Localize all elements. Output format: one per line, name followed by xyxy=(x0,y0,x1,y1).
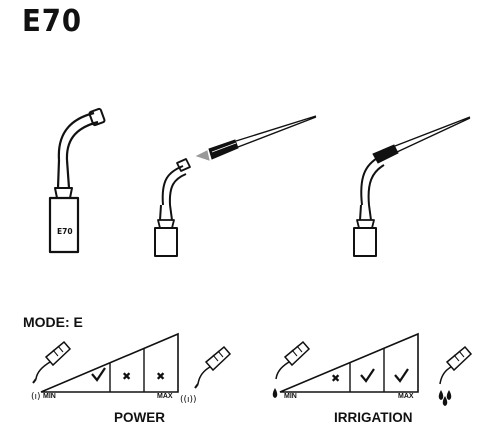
tip-illustration-step-1 xyxy=(48,107,106,254)
handpiece-irrigation-min-icon xyxy=(275,340,311,380)
vibration-high-icon: ((ı)) xyxy=(180,395,197,405)
power-caption: POWER xyxy=(114,410,166,425)
irrigation-caption: IRRIGATION xyxy=(334,410,413,425)
power-cell-3-mark: ✖ xyxy=(156,370,165,383)
handpiece-irrigation-max-icon xyxy=(439,345,473,385)
file-insertion xyxy=(195,115,317,161)
drop-single-icon xyxy=(272,388,278,398)
power-min-label: MIN xyxy=(43,393,56,400)
irrigation-panel: ✖ xyxy=(272,332,473,406)
power-cell-1-mark xyxy=(91,367,106,382)
irrigation-cell-1-mark: ✖ xyxy=(331,372,340,385)
vibration-low-icon: (ı) xyxy=(31,392,41,402)
handpiece-max-icon xyxy=(194,345,232,389)
irrigation-min-label: MIN xyxy=(284,393,297,400)
drops-multiple-icon xyxy=(438,390,452,406)
irrigation-cell-2-mark xyxy=(360,368,375,383)
product-title: E70 xyxy=(22,4,83,39)
power-panel: (ı) ✖ ✖ ((ı)) xyxy=(31,332,232,405)
irrigation-ramp xyxy=(279,332,419,393)
file-attached xyxy=(372,116,471,164)
power-cell-2-mark: ✖ xyxy=(122,370,131,383)
irrigation-cell-3-mark xyxy=(394,368,409,383)
handpiece-min-icon xyxy=(32,340,72,384)
irrigation-max-label: MAX xyxy=(398,393,414,400)
tip-illustration-step-2 xyxy=(154,158,191,257)
mode-label: MODE: E xyxy=(23,314,83,330)
tip-illustration-step-3 xyxy=(353,156,385,257)
power-max-label: MAX xyxy=(157,393,173,400)
tip-label: E70 xyxy=(57,227,73,236)
